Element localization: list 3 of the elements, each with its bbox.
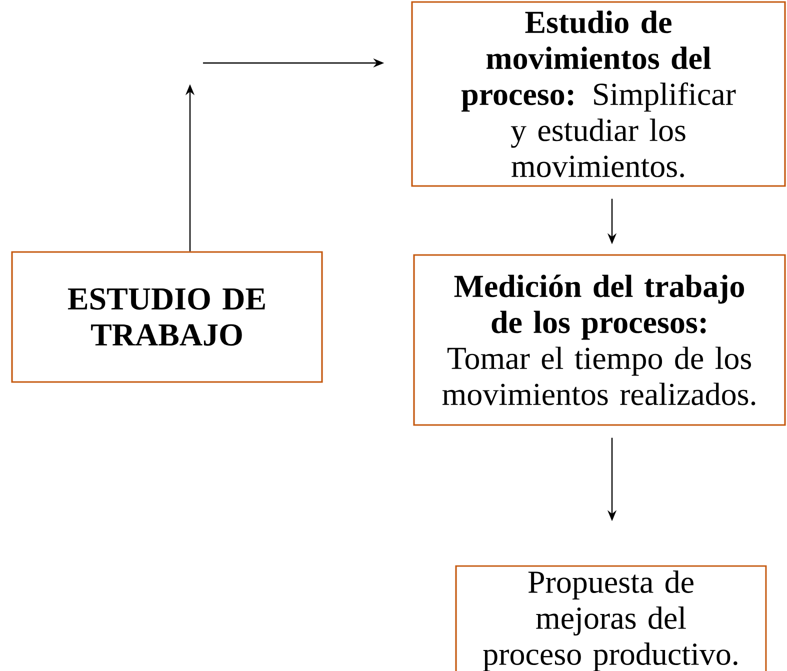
process-box: Estudio de movimientos del proceso: Simplificar y estudiar los movimientos. — [411, 1, 786, 187]
process-box: ESTUDIO DE TRABAJO — [11, 251, 323, 383]
process-box: Medición del trabajo de los procesos: Tomar el tiempo de los movimientos realizados. — [413, 254, 786, 426]
